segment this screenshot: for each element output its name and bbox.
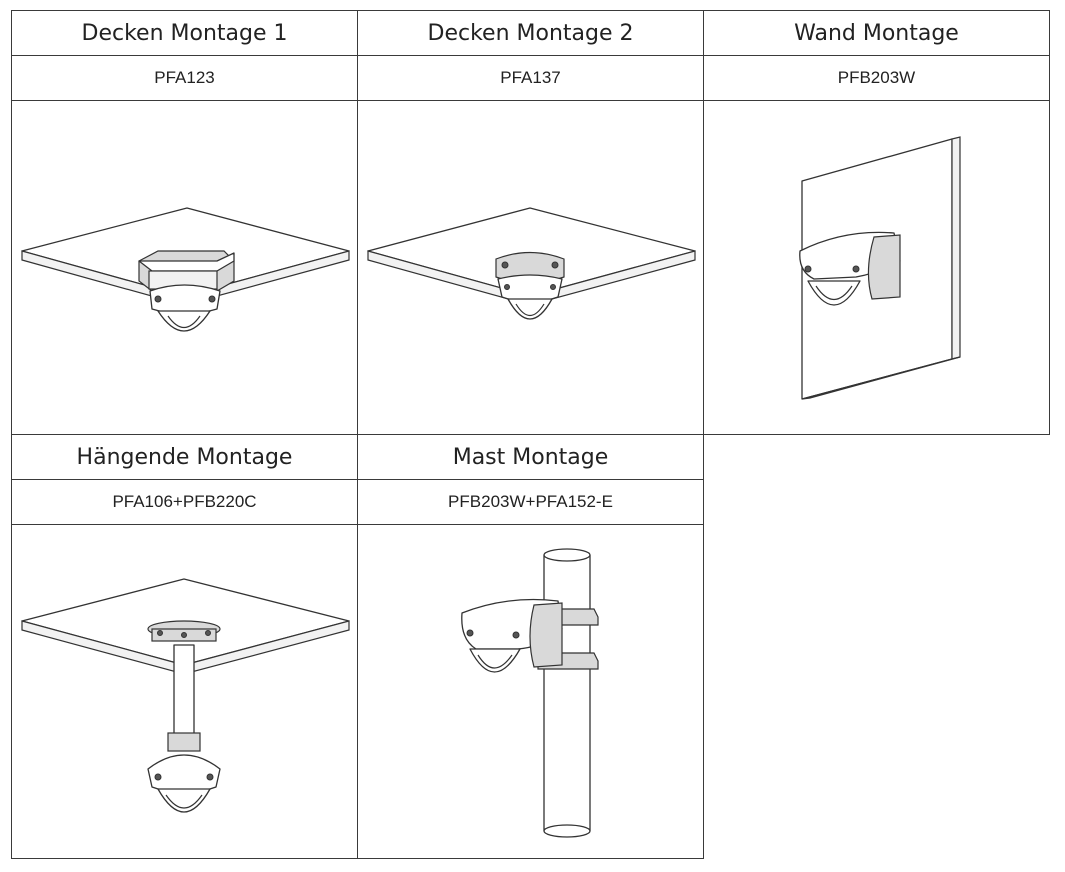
mount-code-ceiling-1: PFA123: [11, 55, 358, 101]
mount-code-ceiling-2: PFA137: [357, 55, 704, 101]
wall-mount-illustration: [703, 100, 1050, 435]
pole-mount-camera-icon: [461, 548, 599, 838]
mount-title-ceiling-2: Decken Montage 2: [357, 10, 704, 56]
ceiling-mount-camera-small-icon: [367, 207, 696, 320]
ceiling-mount-1-illustration: [11, 100, 358, 435]
ceiling-mount-camera-icon: [21, 207, 350, 332]
pendant-mount-illustration: [11, 524, 358, 859]
mount-title-ceiling-1: Decken Montage 1: [11, 10, 358, 56]
pole-mount-illustration: [357, 524, 704, 859]
wall-mount-camera-icon: [799, 136, 961, 400]
mount-code-wall: PFB203W: [703, 55, 1050, 101]
mount-title-pendant: Hängende Montage: [11, 434, 358, 480]
mount-code-pole: PFB203W+PFA152-E: [357, 479, 704, 525]
pendant-mount-camera-icon: [21, 578, 350, 813]
mount-title-pole: Mast Montage: [357, 434, 704, 480]
mount-title-wall: Wand Montage: [703, 10, 1050, 56]
ceiling-mount-2-illustration: [357, 100, 704, 435]
mount-code-pendant: PFA106+PFB220C: [11, 479, 358, 525]
